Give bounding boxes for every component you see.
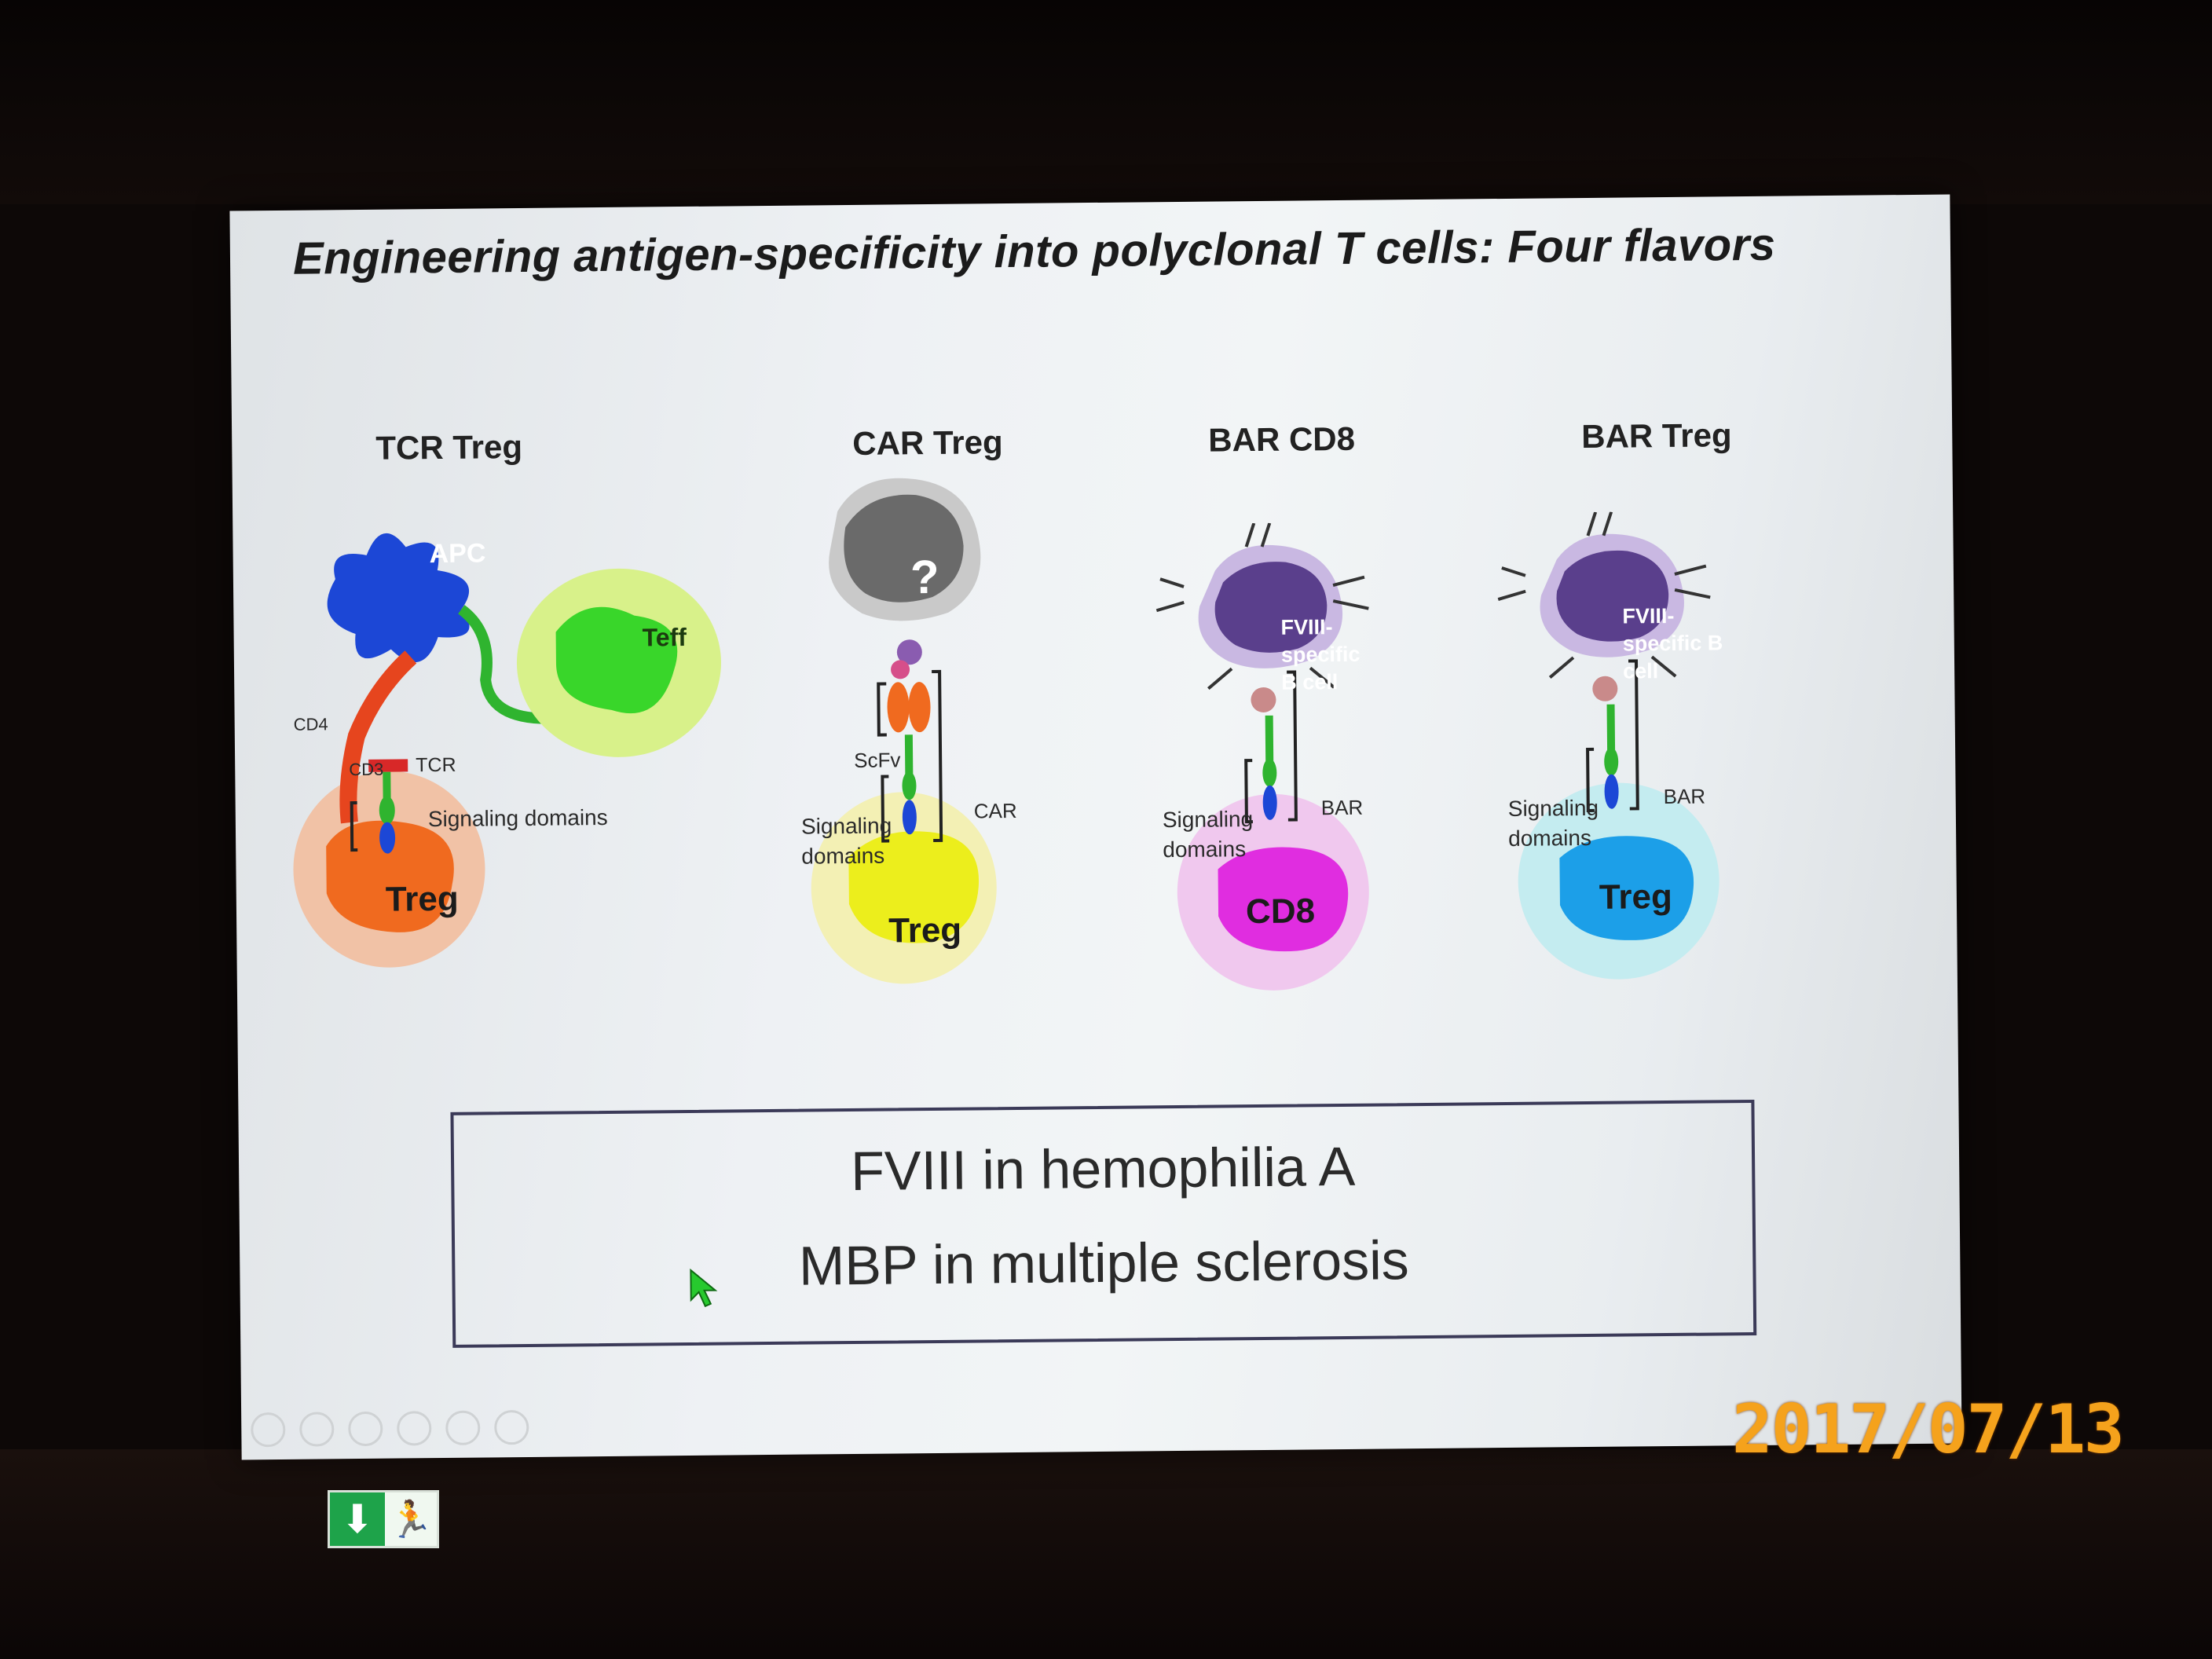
slide-title: Engineering antigen-specificity into pol… (292, 218, 1776, 284)
bar-treg-signaling-label-1: Signaling (1507, 795, 1599, 821)
bar-treg-illustration (1497, 511, 1719, 980)
slideshow-toolbar (251, 1409, 529, 1448)
panel-heading-bar-cd8: BAR CD8 (1208, 419, 1356, 459)
teff-label: Teff (642, 622, 687, 652)
bar-signaling-bracket (1244, 759, 1253, 824)
apc-label: APC (429, 538, 486, 569)
unknown-target-cell (844, 494, 964, 602)
panel-heading-car-treg: CAR Treg (852, 423, 1003, 462)
bar-signal-blue (1262, 785, 1277, 820)
signaling-bracket (350, 801, 358, 852)
bar-signaling-bracket (1586, 747, 1595, 813)
bar-signal-blue (1604, 774, 1619, 809)
bcell-receptors (1497, 511, 1711, 679)
disease-line-2: MBP in multiple sclerosis (798, 1229, 1410, 1297)
disease-box: FVIII in hemophilia A MBP in multiple sc… (450, 1099, 1757, 1348)
bar-treg-cell-label: Treg (1599, 877, 1673, 917)
apc-cell (327, 533, 470, 663)
scfv-label: ScFv (854, 748, 901, 772)
bcell-body (1556, 550, 1669, 642)
cd4-label: CD4 (293, 714, 328, 734)
bar-antigen (1592, 676, 1618, 701)
bcell-receptors (1155, 522, 1369, 690)
tcr-stalk (383, 771, 391, 804)
treg-nucleus (326, 820, 454, 932)
cd4-molecule (339, 650, 417, 824)
slides-icon[interactable] (397, 1411, 432, 1446)
car-bracket (932, 669, 943, 842)
bcell-label-cd8: FVIII- specific B cell (1280, 615, 1361, 694)
car-signaling-bracket (881, 775, 890, 843)
bar-signal-green (1604, 747, 1619, 776)
prev-slide-icon[interactable] (251, 1412, 286, 1448)
projected-slide: Engineering antigen-specificity into pol… (229, 194, 1962, 1460)
tcr-treg-illustration (293, 533, 721, 968)
bar-treg-nucleus (1559, 836, 1694, 940)
car-treg-cell-label: Treg (888, 910, 962, 950)
bar-signal-green (1262, 758, 1277, 787)
teff-nucleus (555, 606, 678, 714)
zoom-icon[interactable] (445, 1410, 481, 1445)
running-person-icon: 🏃 (388, 1499, 434, 1540)
cd8-nucleus (1218, 847, 1349, 952)
car-stalk (904, 734, 914, 775)
car-signaling-label-2: domains (801, 843, 885, 869)
scfv-bracket (877, 682, 887, 737)
panel-heading-bar-treg: BAR Treg (1581, 416, 1732, 456)
car-signaling-label-1: Signaling (800, 813, 892, 839)
more-icon[interactable] (494, 1409, 529, 1445)
car-label: CAR (973, 798, 1017, 823)
tcr-signaling-label: Signaling domains (427, 804, 608, 832)
car-treg-illustration (811, 478, 997, 984)
antigen-blob (896, 639, 922, 665)
pen-icon[interactable] (348, 1411, 383, 1447)
signal-domain-green (379, 796, 395, 825)
car-signal-blue (902, 800, 917, 835)
tcr-label: TCR (416, 753, 456, 777)
bar-stalk (1265, 715, 1274, 763)
cd3-complex (368, 759, 408, 772)
bar-treg-bar-label: BAR (1663, 784, 1706, 809)
panel-heading-tcr-treg: TCR Treg (375, 427, 523, 467)
tcr-treg-cell-label: Treg (385, 879, 459, 919)
bar-treg-signaling-label-2: domains (1508, 825, 1592, 851)
car-signal-green (902, 771, 917, 800)
bar-cd8-cell-label: CD8 (1245, 892, 1316, 932)
camera-date-stamp: 2017/07/13 (1732, 1390, 2125, 1469)
bar-cd8-illustration (1155, 522, 1369, 991)
teff-tcr (457, 605, 549, 724)
room-floor (0, 1449, 2212, 1659)
mouse-pointer-icon (690, 1268, 718, 1308)
cd3-label: CD3 (349, 759, 384, 780)
bar-cd8-bar-label: BAR (1320, 795, 1364, 820)
bar-cd8-signaling-label-2: domains (1163, 837, 1247, 862)
down-arrow-icon: ⬇ (330, 1492, 385, 1546)
disease-line-1: FVIII in hemophilia A (850, 1135, 1356, 1203)
scfv-right (908, 682, 931, 733)
antigen-blob-2 (891, 660, 910, 679)
bar-bracket (1628, 659, 1639, 811)
bar-antigen (1251, 687, 1276, 712)
signal-domain-blue (379, 822, 396, 854)
bcell-label-treg: FVIII- specific B cell (1622, 603, 1723, 683)
bcell-body (1214, 562, 1328, 653)
emergency-exit-sign: ⬇ 🏃 (328, 1490, 439, 1548)
car-treg-nucleus (848, 831, 979, 943)
bar-bracket (1287, 670, 1298, 822)
bar-cd8-signaling-label-1: Signaling (1162, 807, 1254, 833)
room-ceiling (0, 0, 2212, 204)
scfv-left (887, 682, 910, 733)
bar-stalk (1606, 704, 1616, 752)
next-slide-icon[interactable] (299, 1412, 335, 1447)
unknown-target-label: ? (910, 550, 939, 604)
